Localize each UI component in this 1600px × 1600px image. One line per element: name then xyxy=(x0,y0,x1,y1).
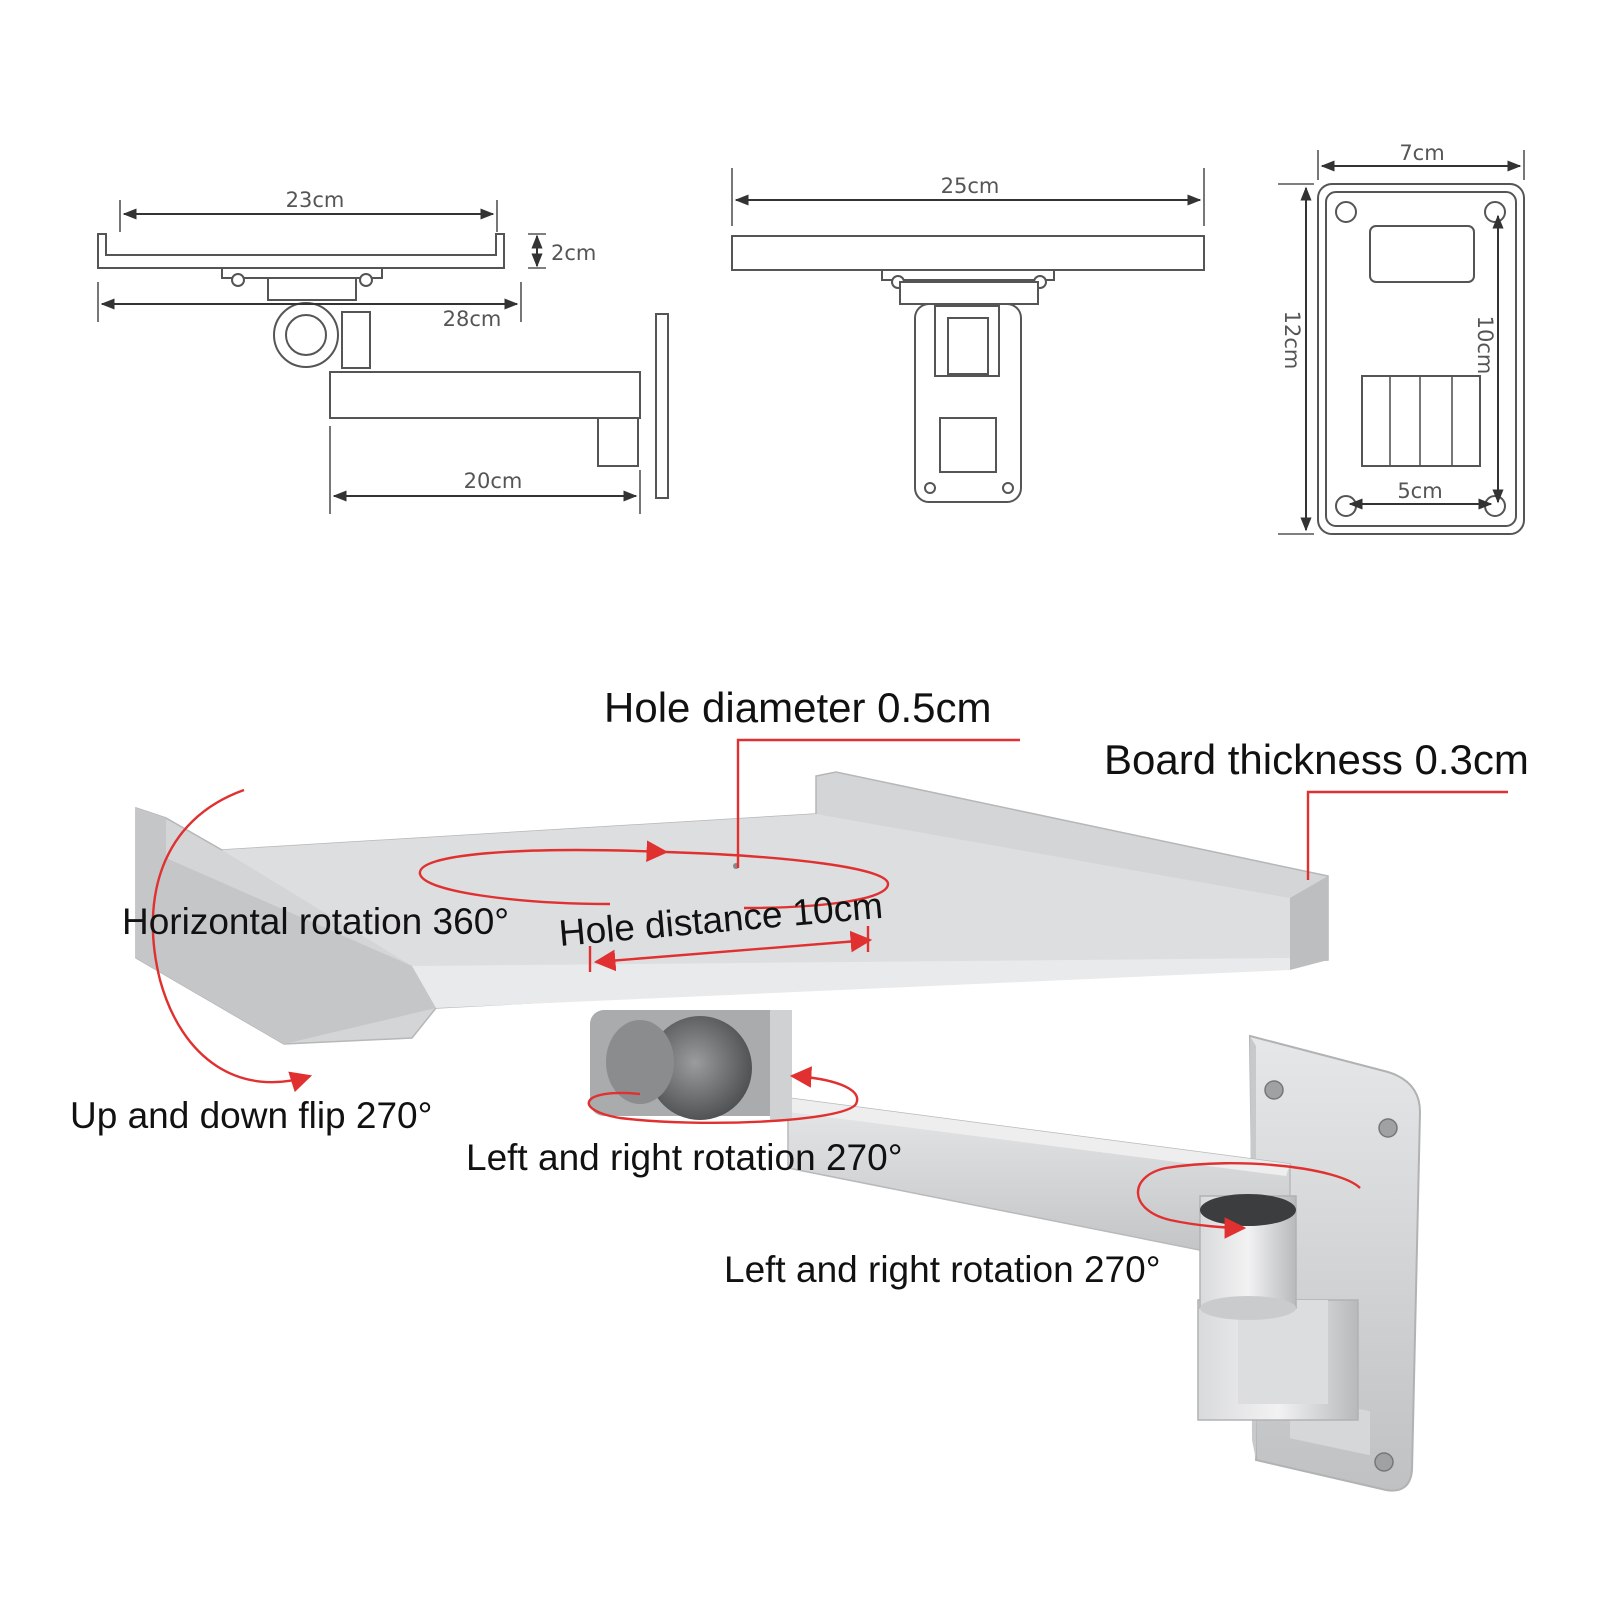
dim-2cm: 2cm xyxy=(551,241,596,265)
flip-arrow xyxy=(151,788,313,1093)
dim-23cm: 23cm xyxy=(286,188,345,212)
dim-12cm: 12cm xyxy=(1280,311,1304,370)
label-board-thickness: Board thickness 0.3cm xyxy=(1104,736,1529,783)
wall-rotation-arrow xyxy=(1136,1162,1361,1239)
plate-view-drawing: 7cm 12cm 10cm 5cm xyxy=(1278,141,1525,535)
dim-10cm: 10cm xyxy=(1473,316,1497,375)
dim-5cm: 5cm xyxy=(1397,479,1442,503)
dim-25cm: 25cm xyxy=(941,174,1000,198)
dim-7cm: 7cm xyxy=(1399,141,1444,165)
front-view-drawing: 25cm xyxy=(731,168,1205,503)
label-lr-rotation-joint: Left and right rotation 270° xyxy=(466,1137,902,1178)
label-up-down-flip: Up and down flip 270° xyxy=(70,1095,432,1136)
label-hole-diameter: Hole diameter 0.5cm xyxy=(604,684,992,731)
hole-diameter-leader xyxy=(736,738,1020,868)
label-lr-rotation-wall: Left and right rotation 270° xyxy=(724,1249,1160,1290)
rotation-annotations xyxy=(151,738,1508,1239)
side-view-drawing: 23cm 2cm 28cm 20cm xyxy=(97,188,669,514)
dim-20cm: 20cm xyxy=(464,469,523,493)
hole-distance-arrow xyxy=(593,930,873,972)
joint-rotation-arrow xyxy=(587,1066,859,1125)
horizontal-rotation-arrow xyxy=(418,840,669,906)
product-render xyxy=(135,771,1422,1492)
board-thickness-leader xyxy=(1306,790,1508,880)
dim-28cm: 28cm xyxy=(443,307,502,331)
label-horizontal-rotation: Horizontal rotation 360° xyxy=(122,901,509,942)
